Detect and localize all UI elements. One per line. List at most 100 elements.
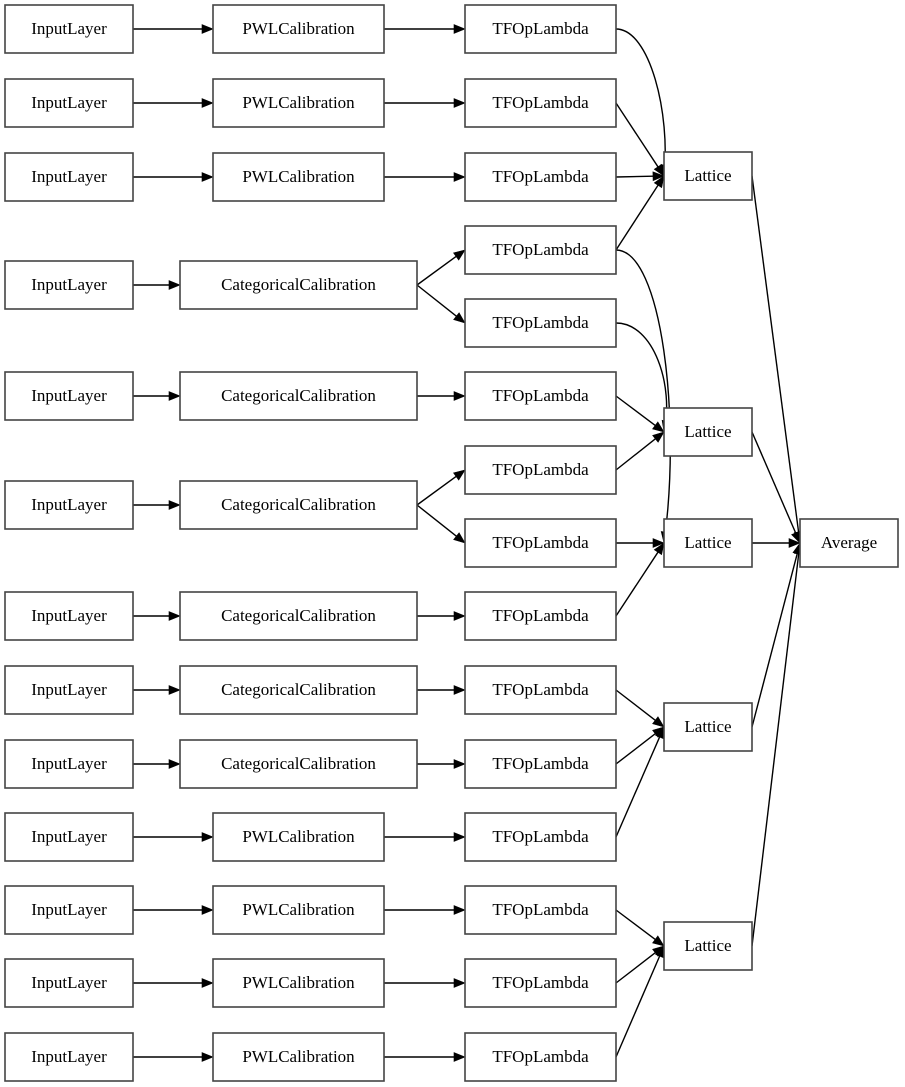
- edge-tfop-lambda-to-lattice: [615, 28, 671, 177]
- node-pwlcalibration[interactable]: PWLCalibration: [212, 885, 385, 935]
- edge-pwlcalibration-to-tfop-lambda: [384, 832, 466, 842]
- edge-input-layer-to-categorical-calibration: [133, 759, 181, 769]
- node-label: Average: [821, 533, 877, 552]
- node-average[interactable]: Average: [799, 518, 899, 568]
- node-label: TFOpLambda: [492, 533, 589, 552]
- node-label: TFOpLambda: [492, 827, 589, 846]
- node-tfop-lambda[interactable]: TFOpLambda: [464, 739, 617, 789]
- node-tfop-lambda[interactable]: TFOpLambda: [464, 225, 617, 275]
- node-label: CategoricalCalibration: [221, 495, 376, 514]
- node-box: [663, 407, 753, 457]
- node-pwlcalibration[interactable]: PWLCalibration: [212, 812, 385, 862]
- node-box: [4, 665, 134, 715]
- node-label: InputLayer: [31, 167, 107, 186]
- edge-tfop-lambda-to-lattice: [615, 909, 665, 947]
- edge-categorical-calibration-to-tfop-lambda: [416, 249, 466, 286]
- node-tfop-lambda[interactable]: TFOpLambda: [464, 152, 617, 202]
- edge-categorical-calibration-to-tfop-lambda: [417, 759, 466, 769]
- edge-input-layer-to-pwlcalibration: [133, 905, 214, 915]
- node-box: [179, 371, 418, 421]
- node-categorical-calibration[interactable]: CategoricalCalibration: [179, 371, 418, 421]
- edge-input-layer-to-pwlcalibration: [133, 24, 214, 34]
- node-lattice[interactable]: Lattice: [663, 407, 753, 457]
- edge-tfop-lambda-to-lattice: [615, 249, 671, 544]
- edge-tfop-lambda-to-lattice: [615, 945, 665, 984]
- node-input-layer[interactable]: InputLayer: [4, 812, 134, 862]
- node-lattice[interactable]: Lattice: [663, 518, 753, 568]
- node-categorical-calibration[interactable]: CategoricalCalibration: [179, 591, 418, 641]
- edge-pwlcalibration-to-tfop-lambda: [384, 172, 466, 182]
- node-box: [4, 958, 134, 1008]
- node-box: [464, 4, 617, 54]
- node-box: [663, 702, 753, 752]
- node-tfop-lambda[interactable]: TFOpLambda: [464, 4, 617, 54]
- node-label: PWLCalibration: [242, 19, 355, 38]
- node-label: CategoricalCalibration: [221, 275, 376, 294]
- edge-input-layer-to-categorical-calibration: [133, 685, 181, 695]
- edge-tfop-lambda-to-lattice: [615, 945, 665, 1058]
- node-label: InputLayer: [31, 19, 107, 38]
- node-label: PWLCalibration: [242, 167, 355, 186]
- node-input-layer[interactable]: InputLayer: [4, 665, 134, 715]
- node-input-layer[interactable]: InputLayer: [4, 958, 134, 1008]
- node-pwlcalibration[interactable]: PWLCalibration: [212, 78, 385, 128]
- node-label: PWLCalibration: [242, 900, 355, 919]
- node-label: Lattice: [684, 166, 731, 185]
- node-pwlcalibration[interactable]: PWLCalibration: [212, 4, 385, 54]
- node-box: [179, 665, 418, 715]
- node-tfop-lambda[interactable]: TFOpLambda: [464, 1032, 617, 1082]
- node-label: TFOpLambda: [492, 93, 589, 112]
- node-categorical-calibration[interactable]: CategoricalCalibration: [179, 480, 418, 530]
- node-input-layer[interactable]: InputLayer: [4, 885, 134, 935]
- node-label: TFOpLambda: [492, 167, 589, 186]
- edges-layer: [133, 24, 804, 1062]
- node-input-layer[interactable]: InputLayer: [4, 591, 134, 641]
- node-input-layer[interactable]: InputLayer: [4, 4, 134, 54]
- node-tfop-lambda[interactable]: TFOpLambda: [464, 885, 617, 935]
- node-input-layer[interactable]: InputLayer: [4, 739, 134, 789]
- edge-input-layer-to-pwlcalibration: [133, 832, 214, 842]
- node-tfop-lambda[interactable]: TFOpLambda: [464, 371, 617, 421]
- node-box: [4, 480, 134, 530]
- node-pwlcalibration[interactable]: PWLCalibration: [212, 1032, 385, 1082]
- node-tfop-lambda[interactable]: TFOpLambda: [464, 518, 617, 568]
- node-label: InputLayer: [31, 495, 107, 514]
- edge-input-layer-to-pwlcalibration: [133, 978, 214, 988]
- node-label: Lattice: [684, 936, 731, 955]
- node-input-layer[interactable]: InputLayer: [4, 371, 134, 421]
- node-categorical-calibration[interactable]: CategoricalCalibration: [179, 665, 418, 715]
- node-lattice[interactable]: Lattice: [663, 921, 753, 971]
- node-pwlcalibration[interactable]: PWLCalibration: [212, 958, 385, 1008]
- node-pwlcalibration[interactable]: PWLCalibration: [212, 152, 385, 202]
- node-input-layer[interactable]: InputLayer: [4, 152, 134, 202]
- node-tfop-lambda[interactable]: TFOpLambda: [464, 298, 617, 348]
- node-label: TFOpLambda: [492, 19, 589, 38]
- node-input-layer[interactable]: InputLayer: [4, 480, 134, 530]
- edge-tfop-lambda-to-lattice: [616, 538, 665, 548]
- edge-tfop-lambda-to-lattice: [615, 102, 665, 177]
- node-box: [179, 480, 418, 530]
- node-tfop-lambda[interactable]: TFOpLambda: [464, 812, 617, 862]
- node-tfop-lambda[interactable]: TFOpLambda: [464, 445, 617, 495]
- node-tfop-lambda[interactable]: TFOpLambda: [464, 665, 617, 715]
- node-label: InputLayer: [31, 275, 107, 294]
- node-categorical-calibration[interactable]: CategoricalCalibration: [179, 260, 418, 310]
- edge-pwlcalibration-to-tfop-lambda: [384, 24, 466, 34]
- node-box: [4, 885, 134, 935]
- node-tfop-lambda[interactable]: TFOpLambda: [464, 958, 617, 1008]
- node-label: TFOpLambda: [492, 973, 589, 992]
- edge-input-layer-to-categorical-calibration: [133, 500, 181, 510]
- node-lattice[interactable]: Lattice: [663, 151, 753, 201]
- node-box: [212, 885, 385, 935]
- node-lattice[interactable]: Lattice: [663, 702, 753, 752]
- edge-input-layer-to-categorical-calibration: [133, 611, 181, 621]
- node-input-layer[interactable]: InputLayer: [4, 260, 134, 310]
- node-tfop-lambda[interactable]: TFOpLambda: [464, 78, 617, 128]
- node-categorical-calibration[interactable]: CategoricalCalibration: [179, 739, 418, 789]
- node-input-layer[interactable]: InputLayer: [4, 78, 134, 128]
- node-tfop-lambda[interactable]: TFOpLambda: [464, 591, 617, 641]
- node-label: TFOpLambda: [492, 754, 589, 773]
- node-box: [464, 958, 617, 1008]
- node-input-layer[interactable]: InputLayer: [4, 1032, 134, 1082]
